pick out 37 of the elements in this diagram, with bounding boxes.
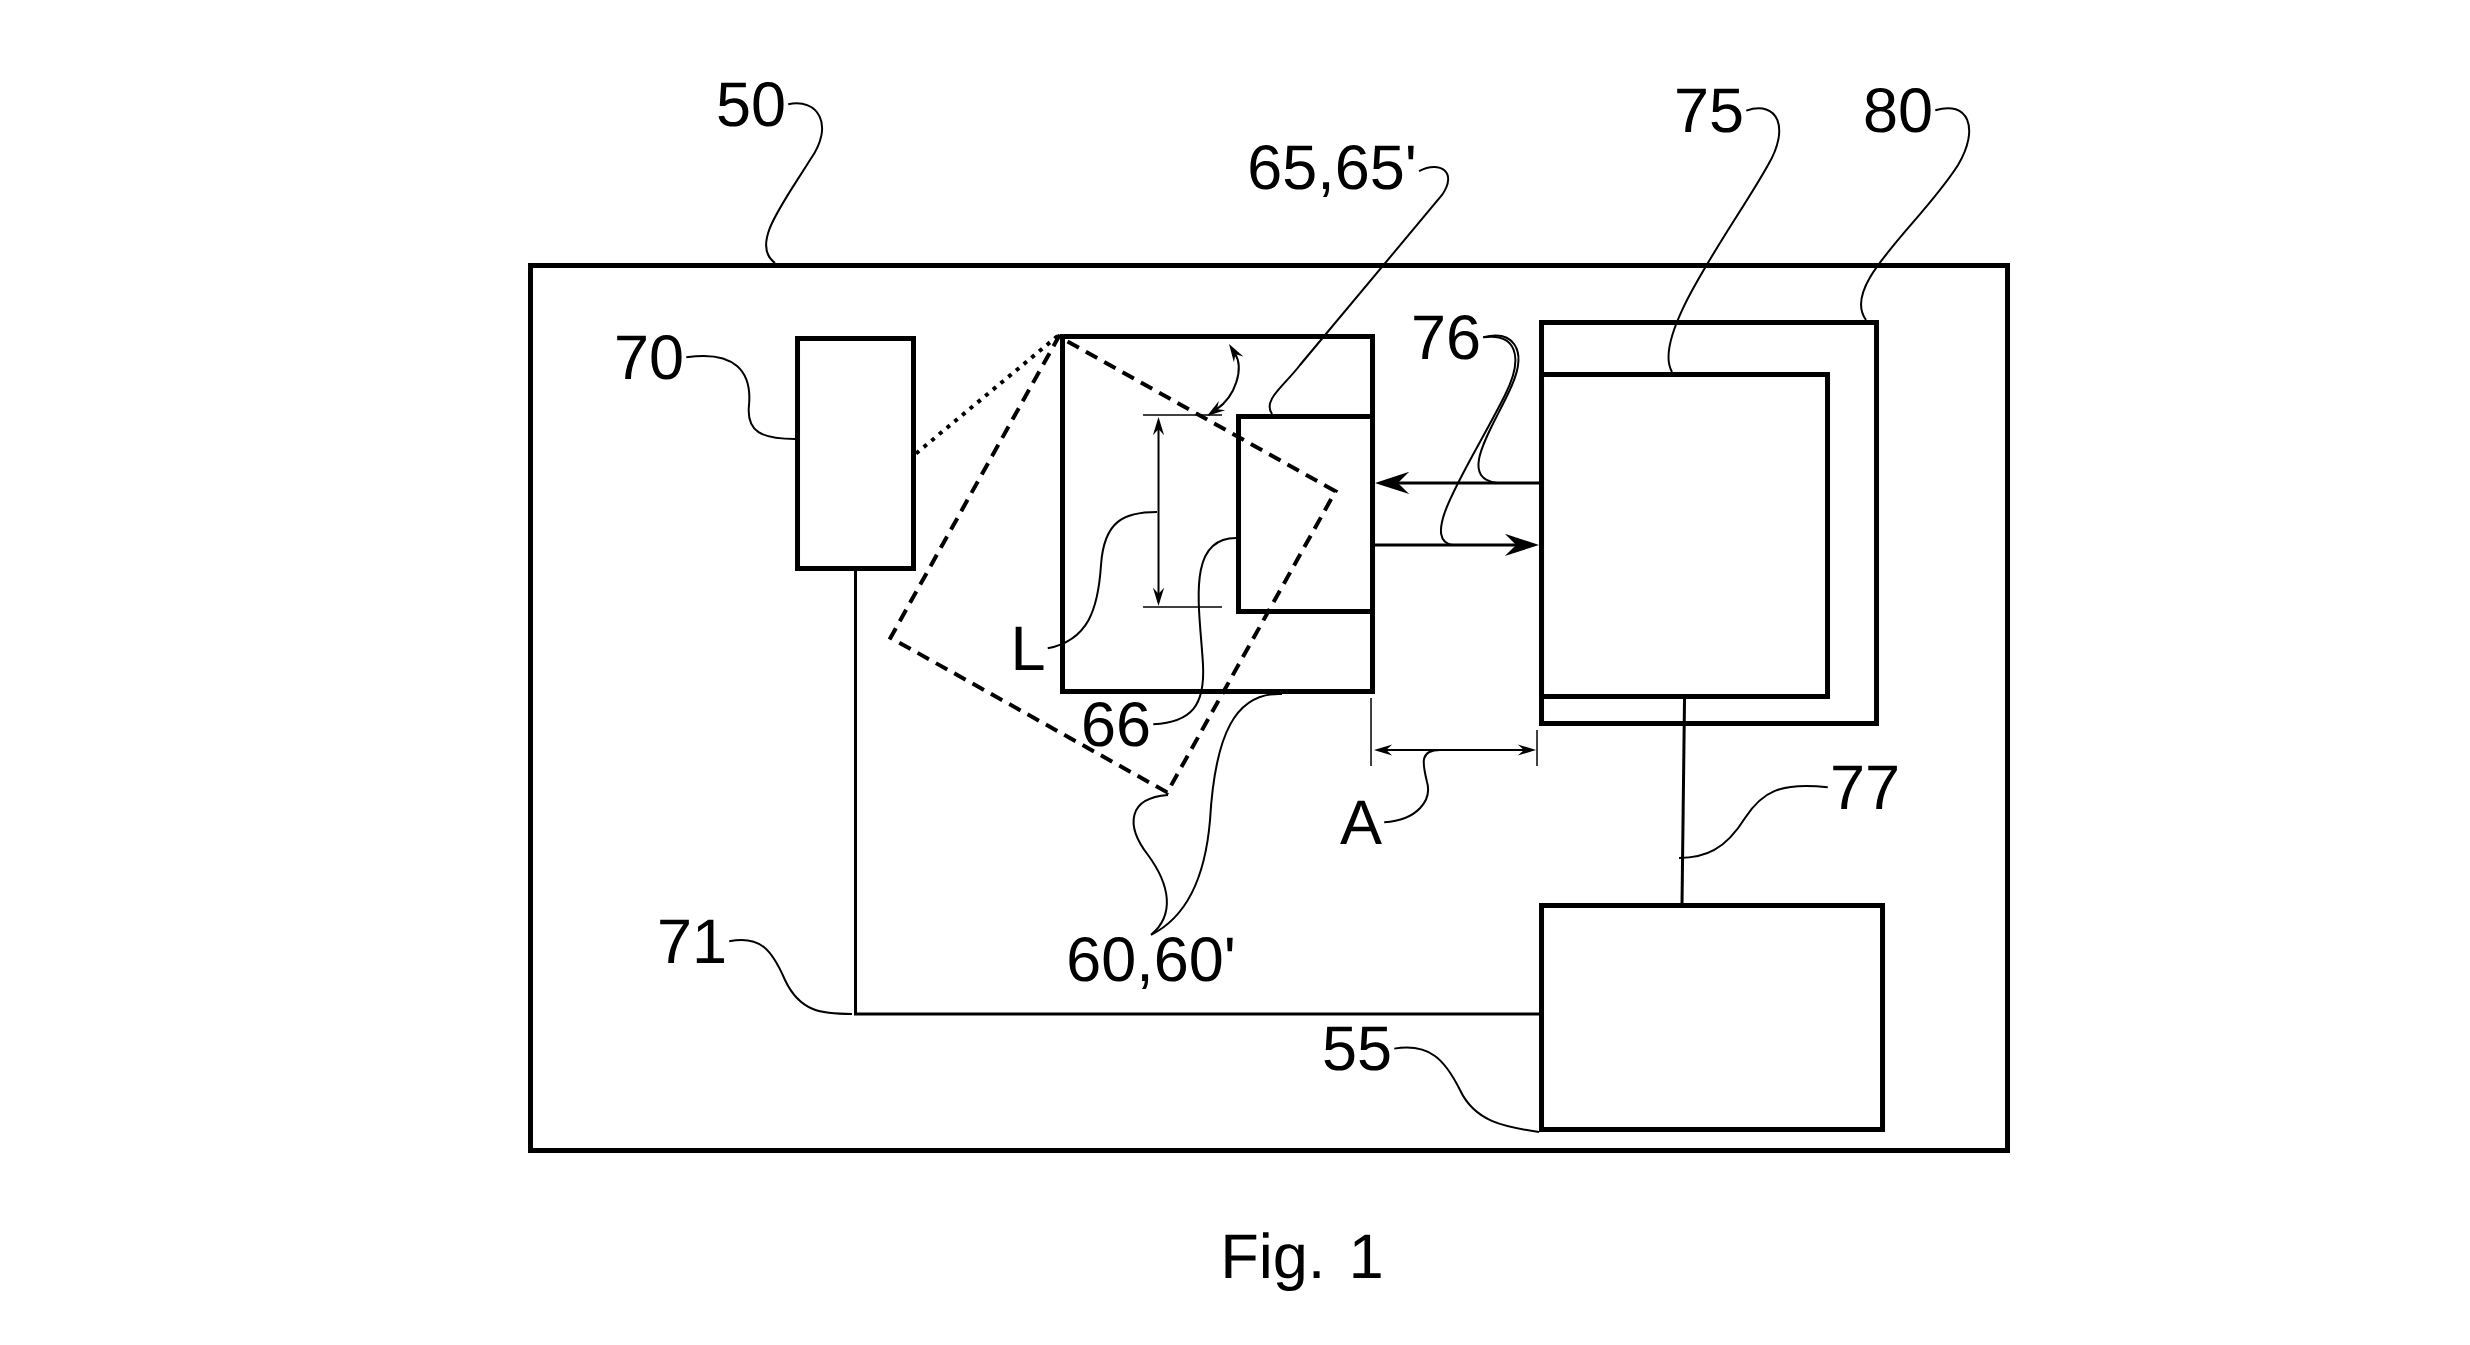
block-box bbox=[1539, 903, 1885, 1132]
leader-line bbox=[1150, 693, 1283, 936]
dimension-label: L bbox=[1015, 626, 1044, 670]
reference-numeral: 76 bbox=[1414, 315, 1479, 360]
inner-box bbox=[1236, 414, 1375, 614]
reference-numeral: 50 bbox=[718, 82, 784, 127]
leader-line bbox=[1152, 537, 1237, 726]
reference-numeral: 70 bbox=[617, 335, 682, 380]
leader-line bbox=[685, 355, 796, 440]
leader-line bbox=[1477, 334, 1520, 484]
reference-numeral: 66 bbox=[1084, 702, 1149, 747]
inner-box bbox=[1539, 372, 1830, 699]
caption: Fig. 1 bbox=[1225, 1232, 1381, 1292]
block-box bbox=[1060, 334, 1375, 694]
leader-line bbox=[1046, 511, 1158, 650]
leader-line bbox=[728, 938, 853, 1015]
connector-line bbox=[1680, 698, 1686, 904]
leader-line bbox=[1667, 107, 1781, 373]
reference-numeral: 55 bbox=[1324, 1026, 1390, 1071]
block-box bbox=[795, 336, 916, 571]
leader-line bbox=[1678, 784, 1829, 859]
leader-line bbox=[1268, 165, 1450, 415]
leader-line bbox=[1132, 794, 1169, 936]
reference-numeral: 77 bbox=[1833, 765, 1897, 809]
leader-line bbox=[765, 102, 824, 264]
block-box bbox=[1539, 320, 1879, 726]
leader-line bbox=[1393, 1046, 1540, 1133]
leader-line bbox=[1440, 335, 1517, 546]
reference-numeral: 75 bbox=[1677, 88, 1742, 133]
dimension-label: A bbox=[1340, 800, 1382, 844]
connector-line bbox=[854, 571, 1539, 1016]
reference-numeral: 71 bbox=[660, 919, 724, 963]
outer-box bbox=[528, 263, 2011, 1153]
reference-numeral: 65,65' bbox=[1250, 145, 1414, 198]
reference-numeral: 60,60' bbox=[1069, 937, 1233, 990]
reference-numeral: 80 bbox=[1865, 88, 1931, 133]
leader-line bbox=[1860, 107, 1971, 321]
